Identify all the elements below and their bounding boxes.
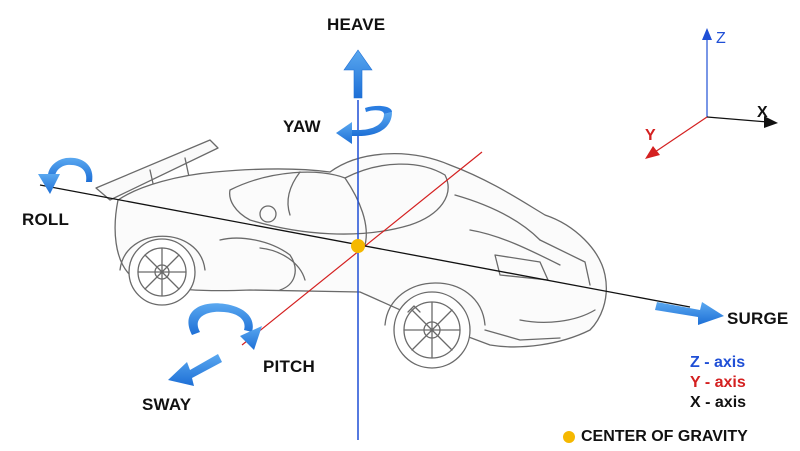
legend-x-row: X - axis [690, 393, 746, 413]
legend-z-key: Z [690, 354, 700, 371]
center-of-gravity-dot [351, 239, 365, 253]
triad-x-label: X [757, 104, 768, 121]
car-sketch [95, 139, 607, 369]
roll-arrow-icon [38, 157, 93, 194]
cog-label: CENTER OF GRAVITY [581, 428, 748, 445]
center-of-gravity-legend: CENTER OF GRAVITY [563, 428, 748, 446]
axis-legend: Z - axis Y - axis X - axis [690, 353, 746, 413]
axis-triad [645, 28, 778, 159]
cog-dot-icon [563, 431, 575, 443]
legend-x-key: X [690, 394, 701, 411]
heave-arrow-icon [343, 49, 373, 99]
pitch-label: PITCH [263, 357, 315, 376]
triad-z-label: Z [716, 30, 726, 47]
triad-y-label: Y [645, 127, 656, 144]
legend-x-text: - axis [700, 394, 747, 411]
yaw-label: YAW [283, 117, 321, 136]
surge-arrow-icon [655, 302, 724, 325]
yaw-arrow-icon [336, 105, 392, 144]
legend-z-text: - axis [699, 354, 746, 371]
sway-arrow-icon [168, 354, 222, 386]
legend-y-row: Y - axis [690, 373, 746, 393]
sway-label: SWAY [142, 395, 192, 414]
pitch-arrow-icon [188, 303, 262, 350]
legend-y-text: - axis [700, 374, 746, 391]
legend-z-row: Z - axis [690, 353, 746, 373]
roll-label: ROLL [22, 210, 70, 229]
legend-y-key: Y [690, 374, 701, 391]
heave-label: HEAVE [327, 15, 386, 34]
surge-label: SURGE [727, 309, 789, 328]
